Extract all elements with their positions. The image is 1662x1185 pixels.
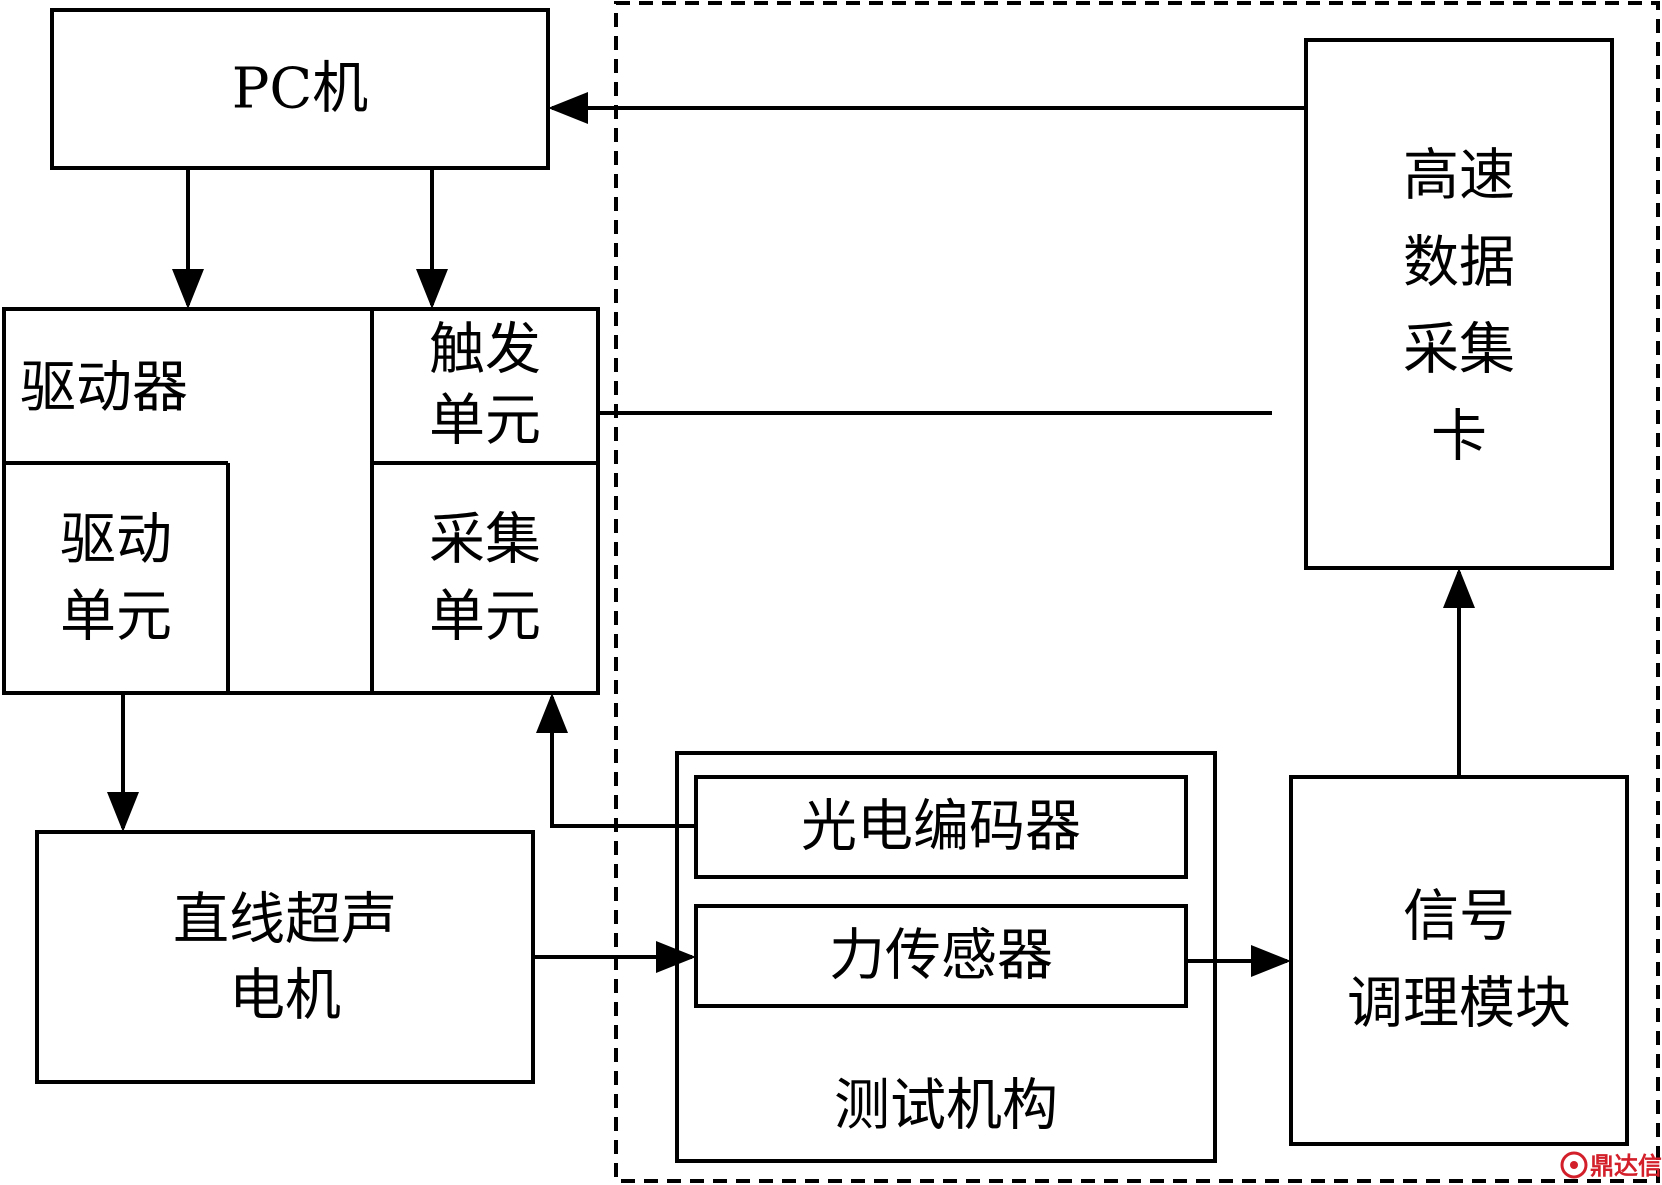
force-sensor-label: 力传感器 (829, 924, 1053, 989)
trigger-unit-block: 触发 单元 (429, 318, 541, 454)
driver-block: 驱动器 (2, 307, 600, 695)
arrow-encoder-to-acquire (536, 693, 696, 828)
encoder-label: 光电编码器 (801, 795, 1081, 860)
motor-block: 直线超声 电机 (35, 830, 535, 1084)
daq-label-line4: 卡 (1431, 405, 1487, 470)
daq-label-line3: 采集 (1403, 318, 1515, 383)
acquire-unit-label-line1: 采集 (429, 508, 541, 573)
signal-module-block: 信号 调理模块 (1289, 775, 1629, 1146)
driver-label: 驱动器 (20, 356, 188, 421)
test-system-dashed-boundary (614, 1, 1660, 1183)
drive-unit-label-line2: 单元 (60, 585, 172, 650)
drive-unit-label-line1: 驱动 (60, 508, 172, 573)
encoder-block: 光电编码器 (694, 775, 1188, 879)
watermark-text: 鼎达信 (1590, 1152, 1662, 1180)
signal-module-label-line2: 调理模块 (1347, 972, 1571, 1037)
daq-label-line1: 高速 (1403, 144, 1515, 209)
drive-unit-block: 驱动 单元 (60, 508, 172, 650)
motor-label-line2: 电机 (229, 964, 341, 1029)
acquire-unit-block: 采集 单元 (429, 508, 541, 650)
daq-card-block: 高速 数据 采集 卡 (1304, 38, 1614, 570)
signal-module-label-line1: 信号 (1403, 885, 1515, 950)
acquire-unit-label-line2: 单元 (429, 585, 541, 650)
watermark-logo: 鼎达信 (1560, 1151, 1662, 1180)
trigger-label-line2: 单元 (429, 389, 541, 454)
trigger-label-line1: 触发 (429, 318, 541, 383)
test-mechanism-label: 测试机构 (834, 1074, 1058, 1139)
daq-label-line2: 数据 (1403, 231, 1515, 296)
pc-label: PC机 (232, 57, 369, 122)
force-sensor-block: 力传感器 (694, 904, 1188, 1008)
motor-label-line1: 直线超声 (173, 888, 397, 953)
pc-block: PC机 (50, 8, 550, 170)
